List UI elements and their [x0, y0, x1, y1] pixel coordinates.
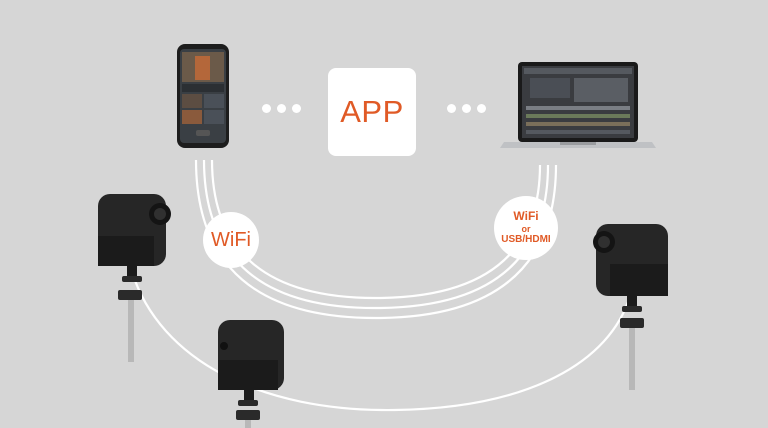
ellipsis-dots-left [262, 104, 301, 113]
usb-hdmi-label: USB/HDMI [501, 234, 551, 246]
dot [447, 104, 456, 113]
app-box: APP [328, 68, 416, 156]
wifi-connection-badge: WiFi [203, 212, 259, 268]
dot [292, 104, 301, 113]
or-label: or [521, 223, 531, 234]
ellipsis-dots-right [447, 104, 486, 113]
wifi-usb-hdmi-badge: WiFi or USB/HDMI [494, 196, 558, 260]
app-label: APP [340, 94, 404, 129]
wifi-label: WiFi [211, 228, 251, 251]
wifi-label: WiFi [513, 209, 539, 224]
dot [262, 104, 271, 113]
dot [277, 104, 286, 113]
dot [477, 104, 486, 113]
dot [462, 104, 471, 113]
